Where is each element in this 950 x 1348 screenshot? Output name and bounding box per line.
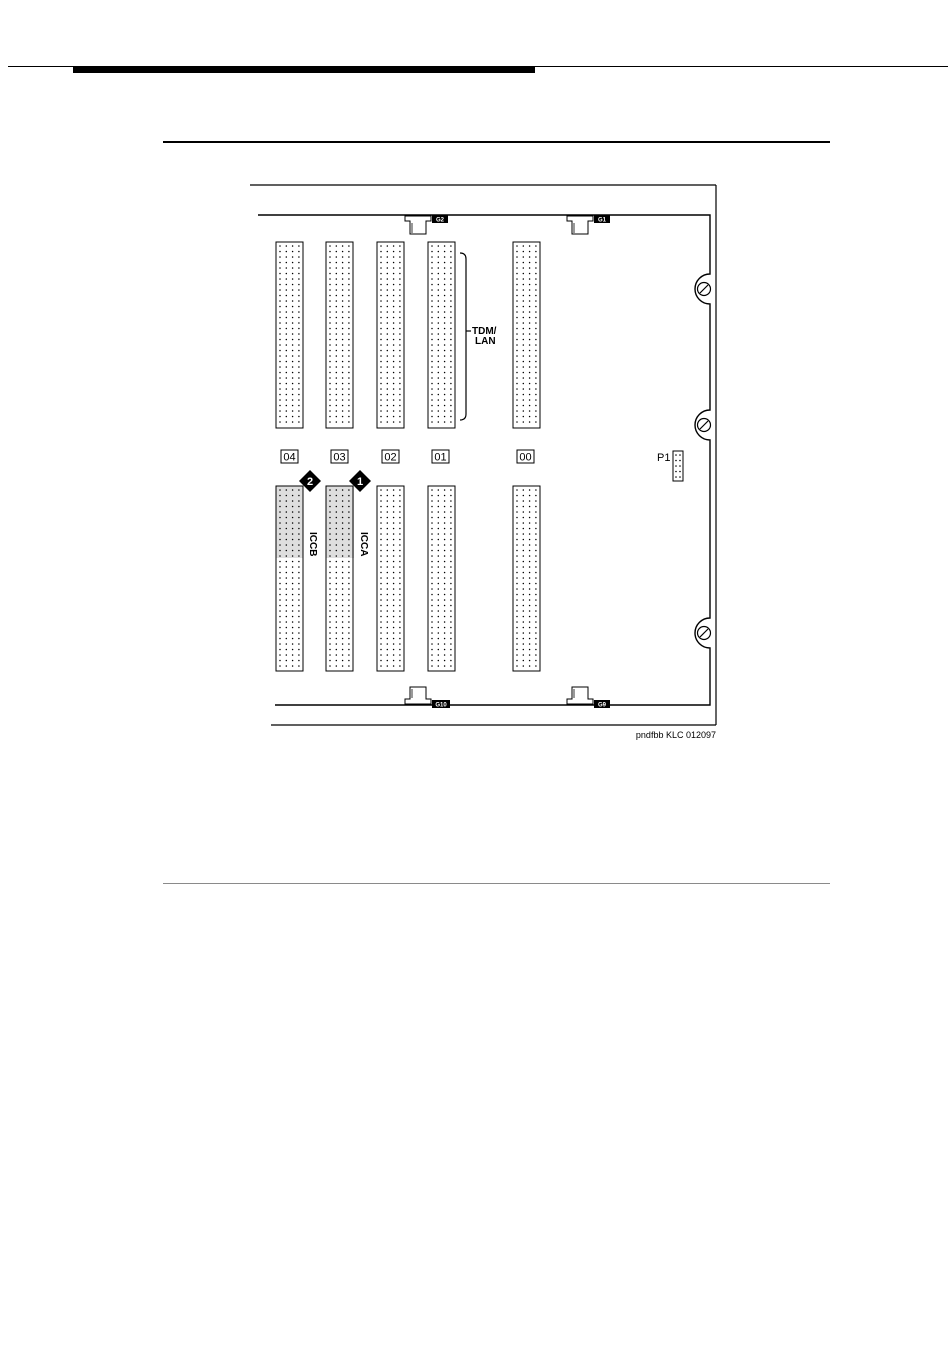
slot-label-01: 01 bbox=[432, 450, 449, 464]
slot-pin-blocks bbox=[276, 242, 540, 671]
screw-icon bbox=[698, 283, 711, 296]
slot-label-03: 03 bbox=[331, 450, 348, 464]
connector-g1: G1 bbox=[567, 215, 610, 234]
svg-text:1: 1 bbox=[357, 476, 363, 488]
connector-label-g9: G9 bbox=[598, 703, 607, 709]
iccb-label: ICCB bbox=[307, 532, 318, 556]
svg-text:01: 01 bbox=[434, 452, 446, 464]
svg-text:04: 04 bbox=[283, 452, 295, 464]
svg-text:03: 03 bbox=[333, 452, 345, 464]
figure-bottom-rule bbox=[163, 883, 830, 884]
bus-label-line2: LAN bbox=[475, 336, 496, 347]
svg-text:2: 2 bbox=[307, 476, 313, 488]
slot-label-04: 04 bbox=[281, 450, 298, 464]
connector-label-g2: G2 bbox=[436, 218, 445, 224]
slot-label-00: 00 bbox=[517, 450, 534, 464]
p1-label: P1 bbox=[657, 452, 670, 464]
connector-label-g1: G1 bbox=[598, 218, 607, 224]
connector-g2: G2 bbox=[405, 215, 448, 234]
slot-label-02: 02 bbox=[382, 450, 399, 464]
svg-text:00: 00 bbox=[519, 452, 531, 464]
svg-text:02: 02 bbox=[384, 452, 396, 464]
screw-icon bbox=[698, 627, 711, 640]
tdm-lan-bracket bbox=[460, 253, 466, 420]
connector-label-g10: G10 bbox=[435, 703, 447, 709]
icca-label: ICCA bbox=[358, 532, 369, 556]
figure-source-code: pndfbb KLC 012097 bbox=[636, 730, 716, 740]
screw-icon bbox=[698, 419, 711, 432]
p1-connector bbox=[673, 451, 683, 481]
icca-shaded-region bbox=[326, 486, 354, 558]
iccb-shaded-region bbox=[276, 486, 303, 558]
